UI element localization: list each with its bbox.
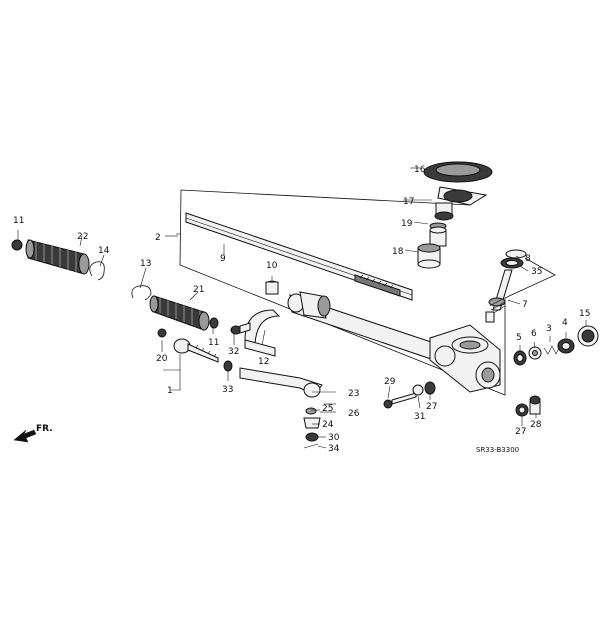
callout-31: 31	[414, 412, 425, 422]
right-boot	[131, 285, 219, 331]
callout-1: 1	[167, 386, 173, 396]
gearbox-housing	[287, 291, 501, 393]
callout-29: 29	[384, 377, 396, 387]
callout-13: 13	[140, 259, 151, 269]
callout-26: 26	[348, 409, 360, 419]
leader-lines	[17, 167, 587, 449]
front-label: FR.	[36, 424, 53, 434]
pinion-shaft	[485, 269, 513, 323]
diagram-code: SR33-B3300	[476, 446, 519, 454]
callout-19: 19	[401, 219, 413, 229]
callout-28: 28	[530, 420, 542, 430]
callout-4: 4	[562, 318, 568, 328]
tie-rod	[157, 328, 219, 363]
callout-11a: 11	[13, 216, 24, 226]
callout-8: 8	[525, 254, 531, 264]
callout-6: 6	[531, 329, 537, 339]
callout-11b: 11	[208, 338, 219, 348]
callout-labels: 11 22 14 13 21 11 20 1 2 9 10 32 12 33 2…	[13, 165, 590, 454]
callout-5: 5	[516, 333, 522, 343]
pinion-seals	[500, 249, 527, 269]
rack-bar	[185, 212, 413, 301]
callout-17: 17	[403, 197, 414, 207]
callout-3: 3	[546, 324, 552, 334]
mount-bolt	[383, 381, 436, 409]
callout-22: 22	[77, 232, 88, 242]
callout-12: 12	[258, 357, 269, 367]
callout-25: 25	[322, 404, 333, 414]
tie-rod-end	[223, 360, 323, 449]
callout-14: 14	[98, 246, 110, 256]
clamp-bracket	[230, 280, 281, 357]
callout-7: 7	[522, 300, 528, 310]
left-boot	[11, 239, 105, 281]
callout-18: 18	[392, 247, 404, 257]
callout-33: 33	[222, 385, 233, 395]
callout-34: 34	[328, 444, 340, 454]
callout-16: 16	[414, 165, 426, 175]
callout-32: 32	[228, 347, 239, 357]
callout-24: 24	[322, 420, 334, 430]
callout-27b: 27	[515, 427, 526, 437]
callout-20: 20	[156, 354, 168, 364]
front-direction-indicator: FR.	[13, 424, 53, 443]
lower-fasteners	[515, 395, 541, 417]
callout-10: 10	[266, 261, 278, 271]
callout-9: 9	[220, 254, 226, 264]
callout-35: 35	[531, 267, 542, 277]
callout-15: 15	[579, 309, 590, 319]
callout-27a: 27	[426, 402, 437, 412]
callout-21: 21	[193, 285, 204, 295]
top-mount	[417, 161, 493, 269]
right-side-parts	[513, 325, 599, 366]
callout-23: 23	[348, 389, 359, 399]
assembly-outline	[176, 189, 556, 396]
callout-2: 2	[155, 233, 161, 243]
front-arrow-icon	[13, 429, 37, 443]
callout-30: 30	[328, 433, 340, 443]
